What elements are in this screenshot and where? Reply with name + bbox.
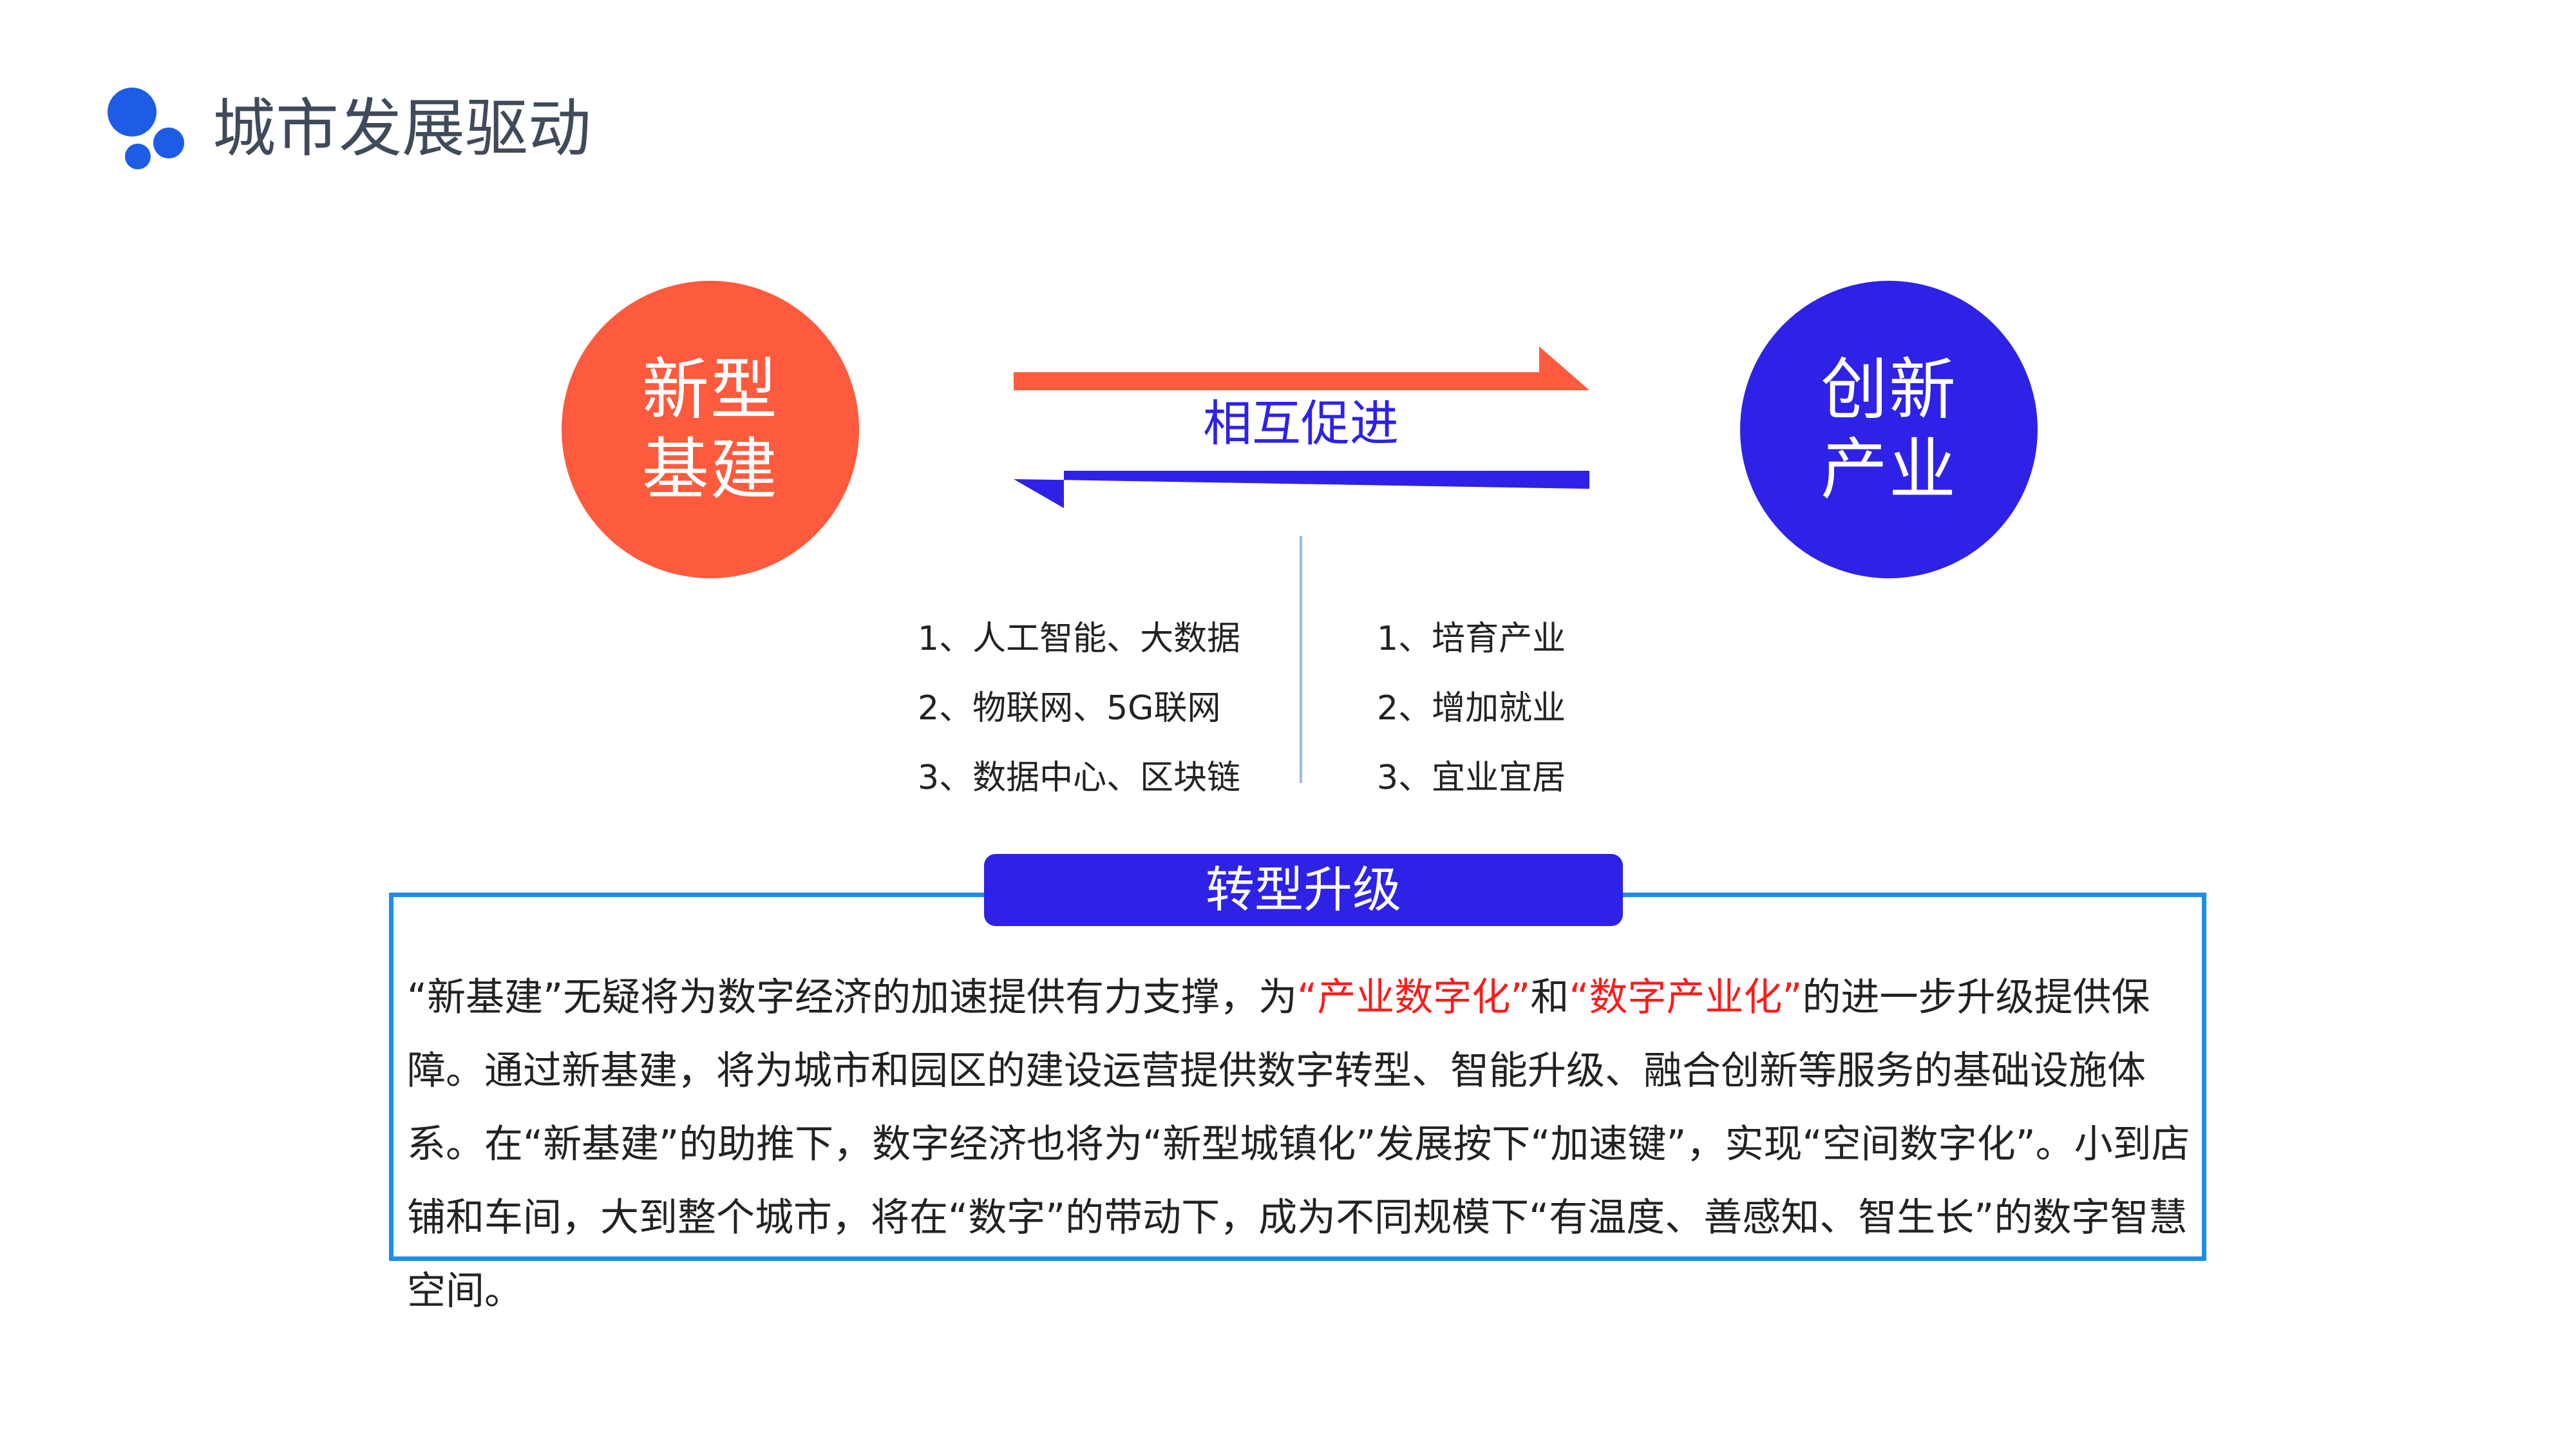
paragraph-text-3: 的进一步升级提供保障。通过新基建，将为城市和园区的建设运营提供数字转型、智能升级… [407,975,2190,1314]
list-divider [1300,536,1302,783]
list-item: 1、培育产业 [1377,620,1566,658]
transformation-upgrade-badge: 转型升级 [984,854,1623,926]
upgrade-paragraph: “新基建”无疑将为数字经济的加速提供有力支撑，为“产业数字化”和“数字产业化”的… [407,961,2197,1328]
list-item: 3、数据中心、区块链 [918,759,1241,797]
infrastructure-list: 1、人工智能、大数据 2、物联网、5G联网 3、数据中心、区块链 [918,604,1240,813]
paragraph-text-1: “新基建”无疑将为数字经济的加速提供有力支撑，为 [407,975,1298,1020]
innovative-industry-line2: 产业 [1820,430,1957,509]
highlight-digital-industrialization: “数字产业化” [1569,975,1803,1020]
new-infrastructure-circle: 新型 基建 [562,281,859,578]
mutual-promotion-label: 相互促进 [1203,395,1399,452]
right-arrow-icon [1014,346,1589,390]
list-item: 3、宜业宜居 [1377,759,1566,797]
list-item: 2、物联网、5G联网 [918,689,1221,728]
list-item: 1、人工智能、大数据 [918,620,1241,658]
logo-dot-small-bottom [125,144,151,169]
innovative-industry-circle: 创新 产业 [1740,281,2038,578]
list-item: 2、增加就业 [1377,689,1566,728]
logo-dot-large [108,88,156,137]
innovative-industry-line1: 创新 [1820,350,1957,429]
new-infrastructure-line1: 新型 [641,350,779,429]
industry-list: 1、培育产业 2、增加就业 3、宜业宜居 [1377,604,1566,813]
page-title: 城市发展驱动 [213,92,592,166]
paragraph-text-2: 和 [1530,975,1569,1020]
logo-dot-small-right [153,128,184,158]
new-infrastructure-line2: 基建 [641,430,779,509]
left-arrow-icon [1014,471,1589,508]
highlight-industry-digitization: “产业数字化” [1297,975,1531,1020]
